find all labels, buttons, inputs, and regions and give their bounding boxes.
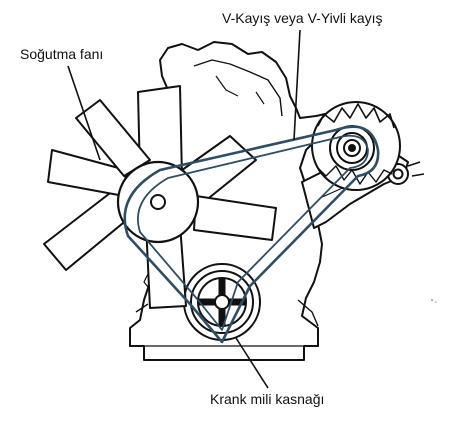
label-crank-pulley: Krank mili kasnağı [210,391,325,407]
leader-lines [67,29,301,389]
leader-crank [235,337,269,389]
label-cooling-fan: Soğutma fanı [20,46,104,62]
leader-belt [293,29,301,141]
fan-hub [150,194,166,210]
label-v-belt: V-Kayış veya V-Yivli kayış [222,10,383,26]
v-belt [123,125,380,344]
leader-fan [67,65,101,161]
speck [431,299,437,303]
cooling-fan [43,85,277,309]
